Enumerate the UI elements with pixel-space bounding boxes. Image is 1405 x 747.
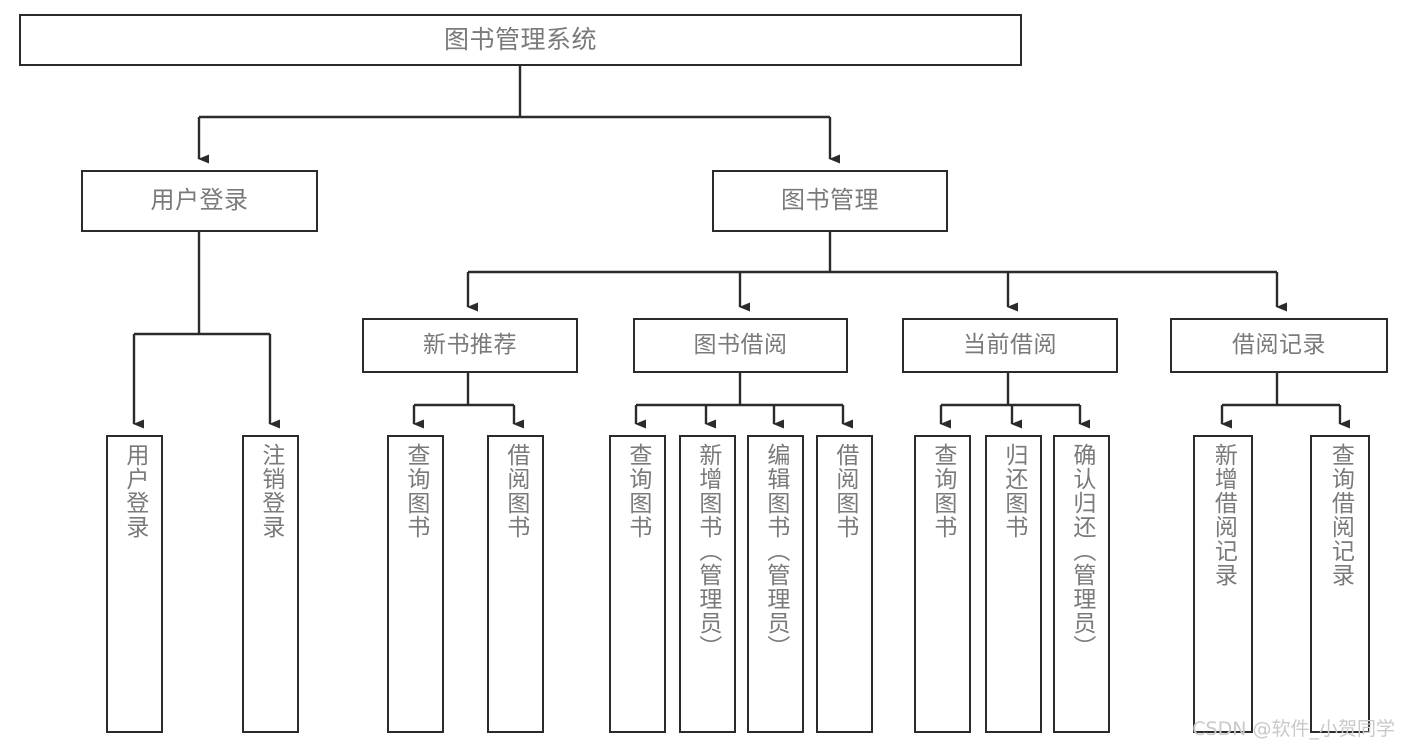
- node-leaf-11: 新增借阅记录: [1193, 435, 1253, 733]
- node-label: 用户登录: [150, 186, 249, 215]
- node-label: 编辑图书（管理员）: [762, 443, 789, 659]
- node-label: 归还图书: [1000, 443, 1027, 539]
- node-group-2: 当前借阅: [902, 318, 1118, 373]
- node-leaf-8: 查询图书: [914, 435, 971, 733]
- node-leaf-6: 编辑图书（管理员）: [747, 435, 804, 733]
- node-branch-0: 用户登录: [81, 170, 318, 232]
- node-leaf-4: 查询图书: [609, 435, 666, 733]
- node-leaf-0: 用户登录: [106, 435, 163, 733]
- node-leaf-2: 查询图书: [387, 435, 444, 733]
- node-label: 借阅图书: [831, 443, 858, 539]
- node-label: 查询图书: [402, 443, 429, 539]
- node-label: 当前借阅: [963, 332, 1057, 359]
- node-label: 用户登录: [121, 443, 148, 539]
- node-label: 图书借阅: [693, 332, 788, 359]
- node-leaf-9: 归还图书: [985, 435, 1042, 733]
- node-label: 查询借阅记录: [1327, 443, 1354, 587]
- node-label: 借阅图书: [502, 443, 529, 539]
- node-label: 注销登录: [257, 443, 284, 539]
- node-leaf-10: 确认归还（管理员）: [1053, 435, 1110, 733]
- node-label: 查询图书: [929, 443, 956, 539]
- node-leaf-7: 借阅图书: [816, 435, 873, 733]
- node-label: 新增借阅记录: [1210, 443, 1237, 587]
- node-leaf-5: 新增图书（管理员）: [679, 435, 736, 733]
- node-leaf-12: 查询借阅记录: [1310, 435, 1370, 733]
- node-label: 确认归还（管理员）: [1068, 443, 1095, 659]
- csdn-watermark: CSDN @软件_小贺同学: [1192, 718, 1395, 740]
- node-leaf-3: 借阅图书: [487, 435, 544, 733]
- node-root: 图书管理系统: [19, 14, 1022, 66]
- node-branch-1: 图书管理: [712, 170, 948, 232]
- node-label: 新增图书（管理员）: [694, 443, 721, 659]
- node-group-0: 新书推荐: [362, 318, 578, 373]
- node-label: 图书管理: [781, 186, 879, 215]
- node-group-3: 借阅记录: [1170, 318, 1388, 373]
- node-leaf-1: 注销登录: [242, 435, 299, 733]
- node-label: 借阅记录: [1232, 332, 1326, 359]
- node-group-1: 图书借阅: [633, 318, 848, 373]
- node-label: 新书推荐: [423, 332, 517, 359]
- node-label: 查询图书: [624, 443, 651, 539]
- node-label: 图书管理系统: [443, 24, 597, 54]
